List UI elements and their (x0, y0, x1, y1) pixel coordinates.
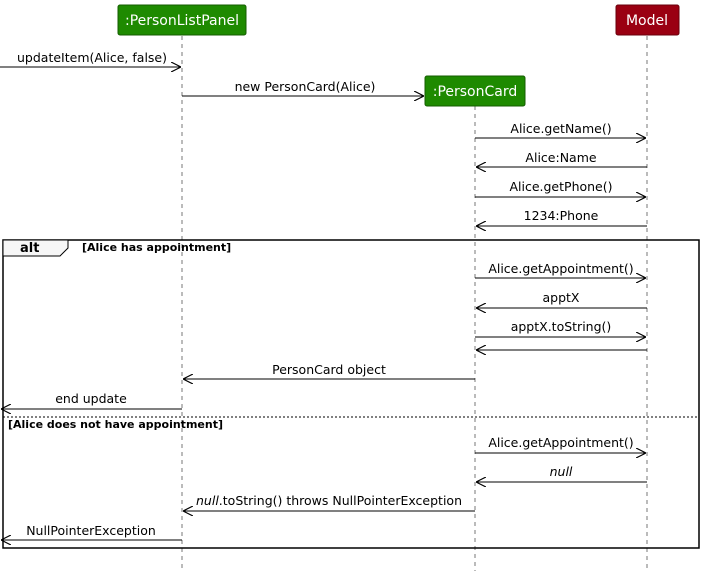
message-get-name: Alice.getName() (475, 121, 646, 138)
message-null-pointer-exception: NullPointerException (1, 523, 182, 540)
message-new-person-card: new PersonCard(Alice) (182, 79, 424, 96)
message-label: Alice.getAppointment() (488, 261, 633, 276)
alt-guard-no-appointment: [Alice does not have appointment] (8, 418, 223, 431)
message-get-appointment-2: Alice.getAppointment() (475, 435, 646, 453)
message-label: Alice:Name (525, 150, 596, 165)
participant-model: Model (615, 4, 680, 36)
message-label-rest: .toString() throws NullPointerException (219, 493, 462, 508)
message-label: Alice.getAppointment() (488, 435, 633, 450)
alt-frame (2, 239, 700, 549)
participant-person-card: :PersonCard (424, 75, 526, 107)
message-throws-exception: null.toString() throws NullPointerExcept… (183, 493, 475, 511)
participant-box (615, 4, 680, 36)
participant-person-list-panel: :PersonListPanel (117, 4, 247, 36)
message-label: apptX.toString() (511, 319, 612, 334)
message-label: null.toString() throws NullPointerExcept… (196, 493, 462, 508)
message-label: Alice.getName() (510, 121, 611, 136)
message-return-null: null (476, 464, 647, 482)
message-return-appt: apptX (476, 290, 647, 308)
message-appt-to-string: apptX.toString() (475, 319, 646, 337)
message-update-item: updateItem(Alice, false) (0, 50, 181, 67)
participant-label: :PersonListPanel (125, 13, 239, 29)
message-label: apptX (543, 290, 580, 305)
alt-fragment: alt [Alice has appointment] [Alice does … (2, 239, 700, 549)
message-end-update: end update (1, 391, 182, 409)
alt-tab (2, 239, 69, 257)
message-label: updateItem(Alice, false) (17, 50, 167, 65)
participant-box (117, 4, 247, 36)
message-get-appointment: Alice.getAppointment() (475, 261, 646, 278)
message-label: end update (55, 391, 127, 406)
message-label: new PersonCard(Alice) (235, 79, 376, 94)
message-label-null: null (196, 493, 219, 508)
participant-label: Model (626, 13, 668, 29)
alt-guard-has-appointment: [Alice has appointment] (82, 241, 231, 254)
message-label: PersonCard object (272, 362, 386, 377)
message-person-card-object: PersonCard object (183, 362, 475, 379)
message-get-phone: Alice.getPhone() (475, 179, 646, 197)
message-label: NullPointerException (26, 523, 156, 538)
message-return-name: Alice:Name (476, 150, 647, 167)
participant-box (424, 75, 526, 107)
message-return-phone: 1234:Phone (476, 208, 647, 226)
alt-keyword: alt (20, 241, 39, 256)
message-label: Alice.getPhone() (509, 179, 612, 194)
participant-label: :PersonCard (433, 84, 518, 100)
message-label: 1234:Phone (524, 208, 599, 223)
message-label: null (550, 464, 573, 479)
